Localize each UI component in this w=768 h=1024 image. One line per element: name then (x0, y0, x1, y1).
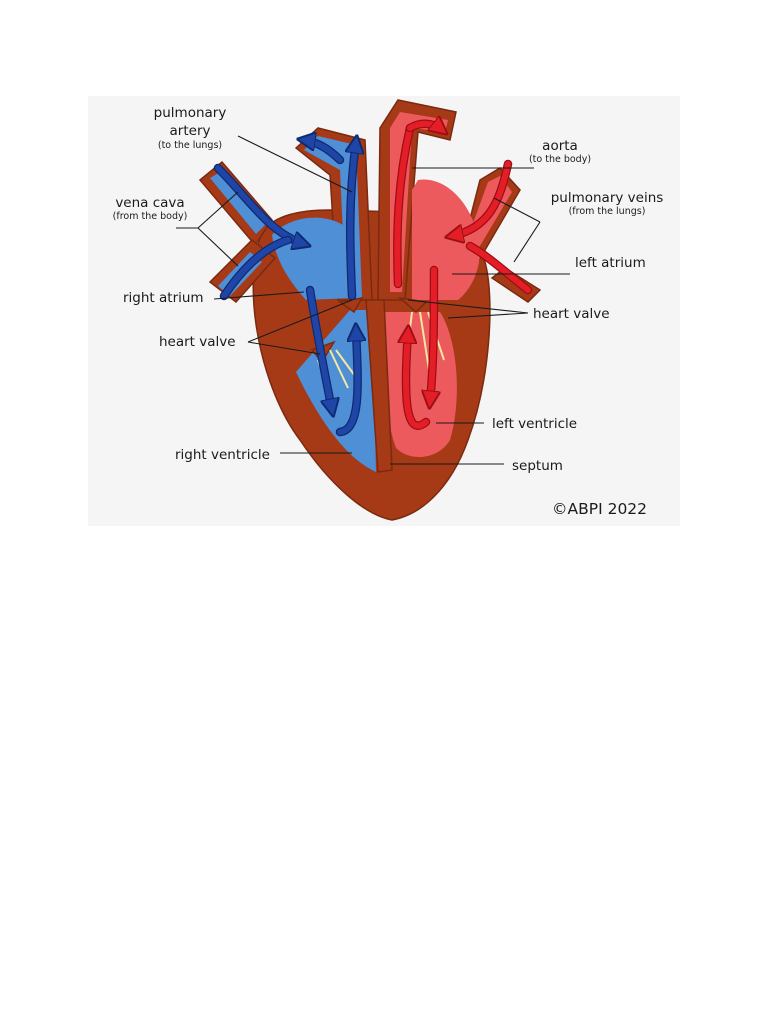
label-left-atrium: left atrium (575, 255, 646, 271)
label-aorta: aorta (542, 138, 578, 154)
oxygenated-flow-arrows (393, 124, 533, 430)
label-right-ventricle: right ventricle (175, 447, 270, 463)
septum-wall (365, 299, 393, 473)
label-vena-cava: vena cava (115, 195, 184, 211)
label-right-atrium: right atrium (123, 290, 204, 306)
label-heart-valve-left: heart valve (159, 334, 236, 350)
label-heart-valve-right: heart valve (533, 306, 610, 322)
label-pulmonary-artery-sub: (to the lungs) (158, 140, 222, 151)
label-pulmonary-veins: pulmonary veins (551, 190, 664, 206)
label-left-ventricle: left ventricle (492, 416, 577, 432)
label-vena-cava-sub: (from the body) (113, 211, 188, 222)
deoxygenated-flow-arrows (213, 140, 358, 437)
copyright-notice: ©ABPI 2022 (552, 500, 647, 518)
label-aorta-sub: (to the body) (529, 154, 591, 165)
left-ventricle-chamber (383, 312, 457, 458)
label-pulmonary-veins-sub: (from the lungs) (569, 206, 646, 217)
label-pulmonary-artery-line2: artery (170, 123, 211, 139)
leader-lines (176, 135, 570, 465)
labels: pulmonary artery (to the lungs) vena cav… (113, 105, 664, 518)
label-pulmonary-artery-line1: pulmonary (154, 105, 227, 121)
label-septum: septum (512, 458, 563, 474)
